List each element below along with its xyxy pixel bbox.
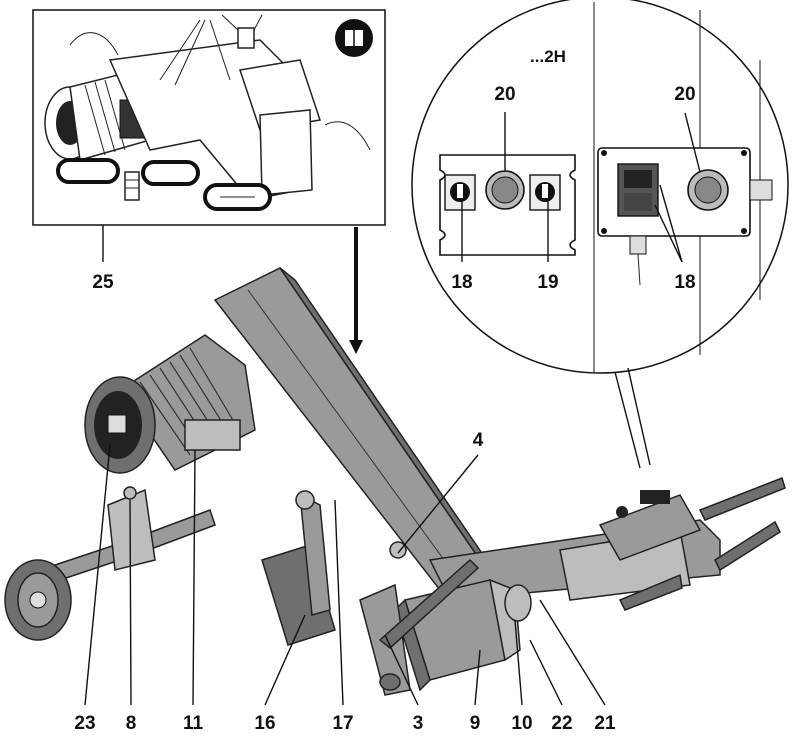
- callout-16: 16: [254, 713, 275, 734]
- callout-3: 3: [413, 713, 424, 734]
- callout-18-left: 18: [451, 272, 472, 293]
- callout-10: 10: [511, 713, 532, 734]
- switch-panel-standard: 20 18: [597, 84, 773, 293]
- variant-label: ...2H: [530, 47, 566, 66]
- switch-detail-magnifier: ...2H 20 18 19: [411, 0, 789, 469]
- callout-22: 22: [551, 713, 572, 734]
- belt-3: [203, 183, 272, 211]
- callout-23: 23: [74, 713, 95, 734]
- callout-4: 4: [473, 430, 484, 451]
- switch-panel-2h: 20 18 19: [439, 84, 576, 293]
- motor: [84, 334, 256, 474]
- callout-11: 11: [183, 713, 204, 734]
- wheel: [4, 559, 72, 641]
- oil-can-icon: [221, 14, 263, 49]
- maintenance-inset: [32, 9, 386, 226]
- callout-20-right: 20: [674, 84, 695, 105]
- arrow-down-icon: [349, 227, 363, 354]
- belt-2: [141, 160, 200, 186]
- control-box: [598, 490, 702, 561]
- callout-21: 21: [594, 713, 616, 734]
- callout-18-right: 18: [674, 272, 695, 293]
- callout-8: 8: [126, 713, 137, 734]
- callout-leaders: [84, 444, 606, 706]
- callout-25: 25: [92, 272, 114, 293]
- callout-17: 17: [332, 713, 353, 734]
- belt-1: [56, 158, 120, 184]
- callout-9: 9: [470, 713, 481, 734]
- manual-book-icon: [335, 19, 373, 57]
- callout-19: 19: [537, 272, 558, 293]
- callout-20-left: 20: [494, 84, 515, 105]
